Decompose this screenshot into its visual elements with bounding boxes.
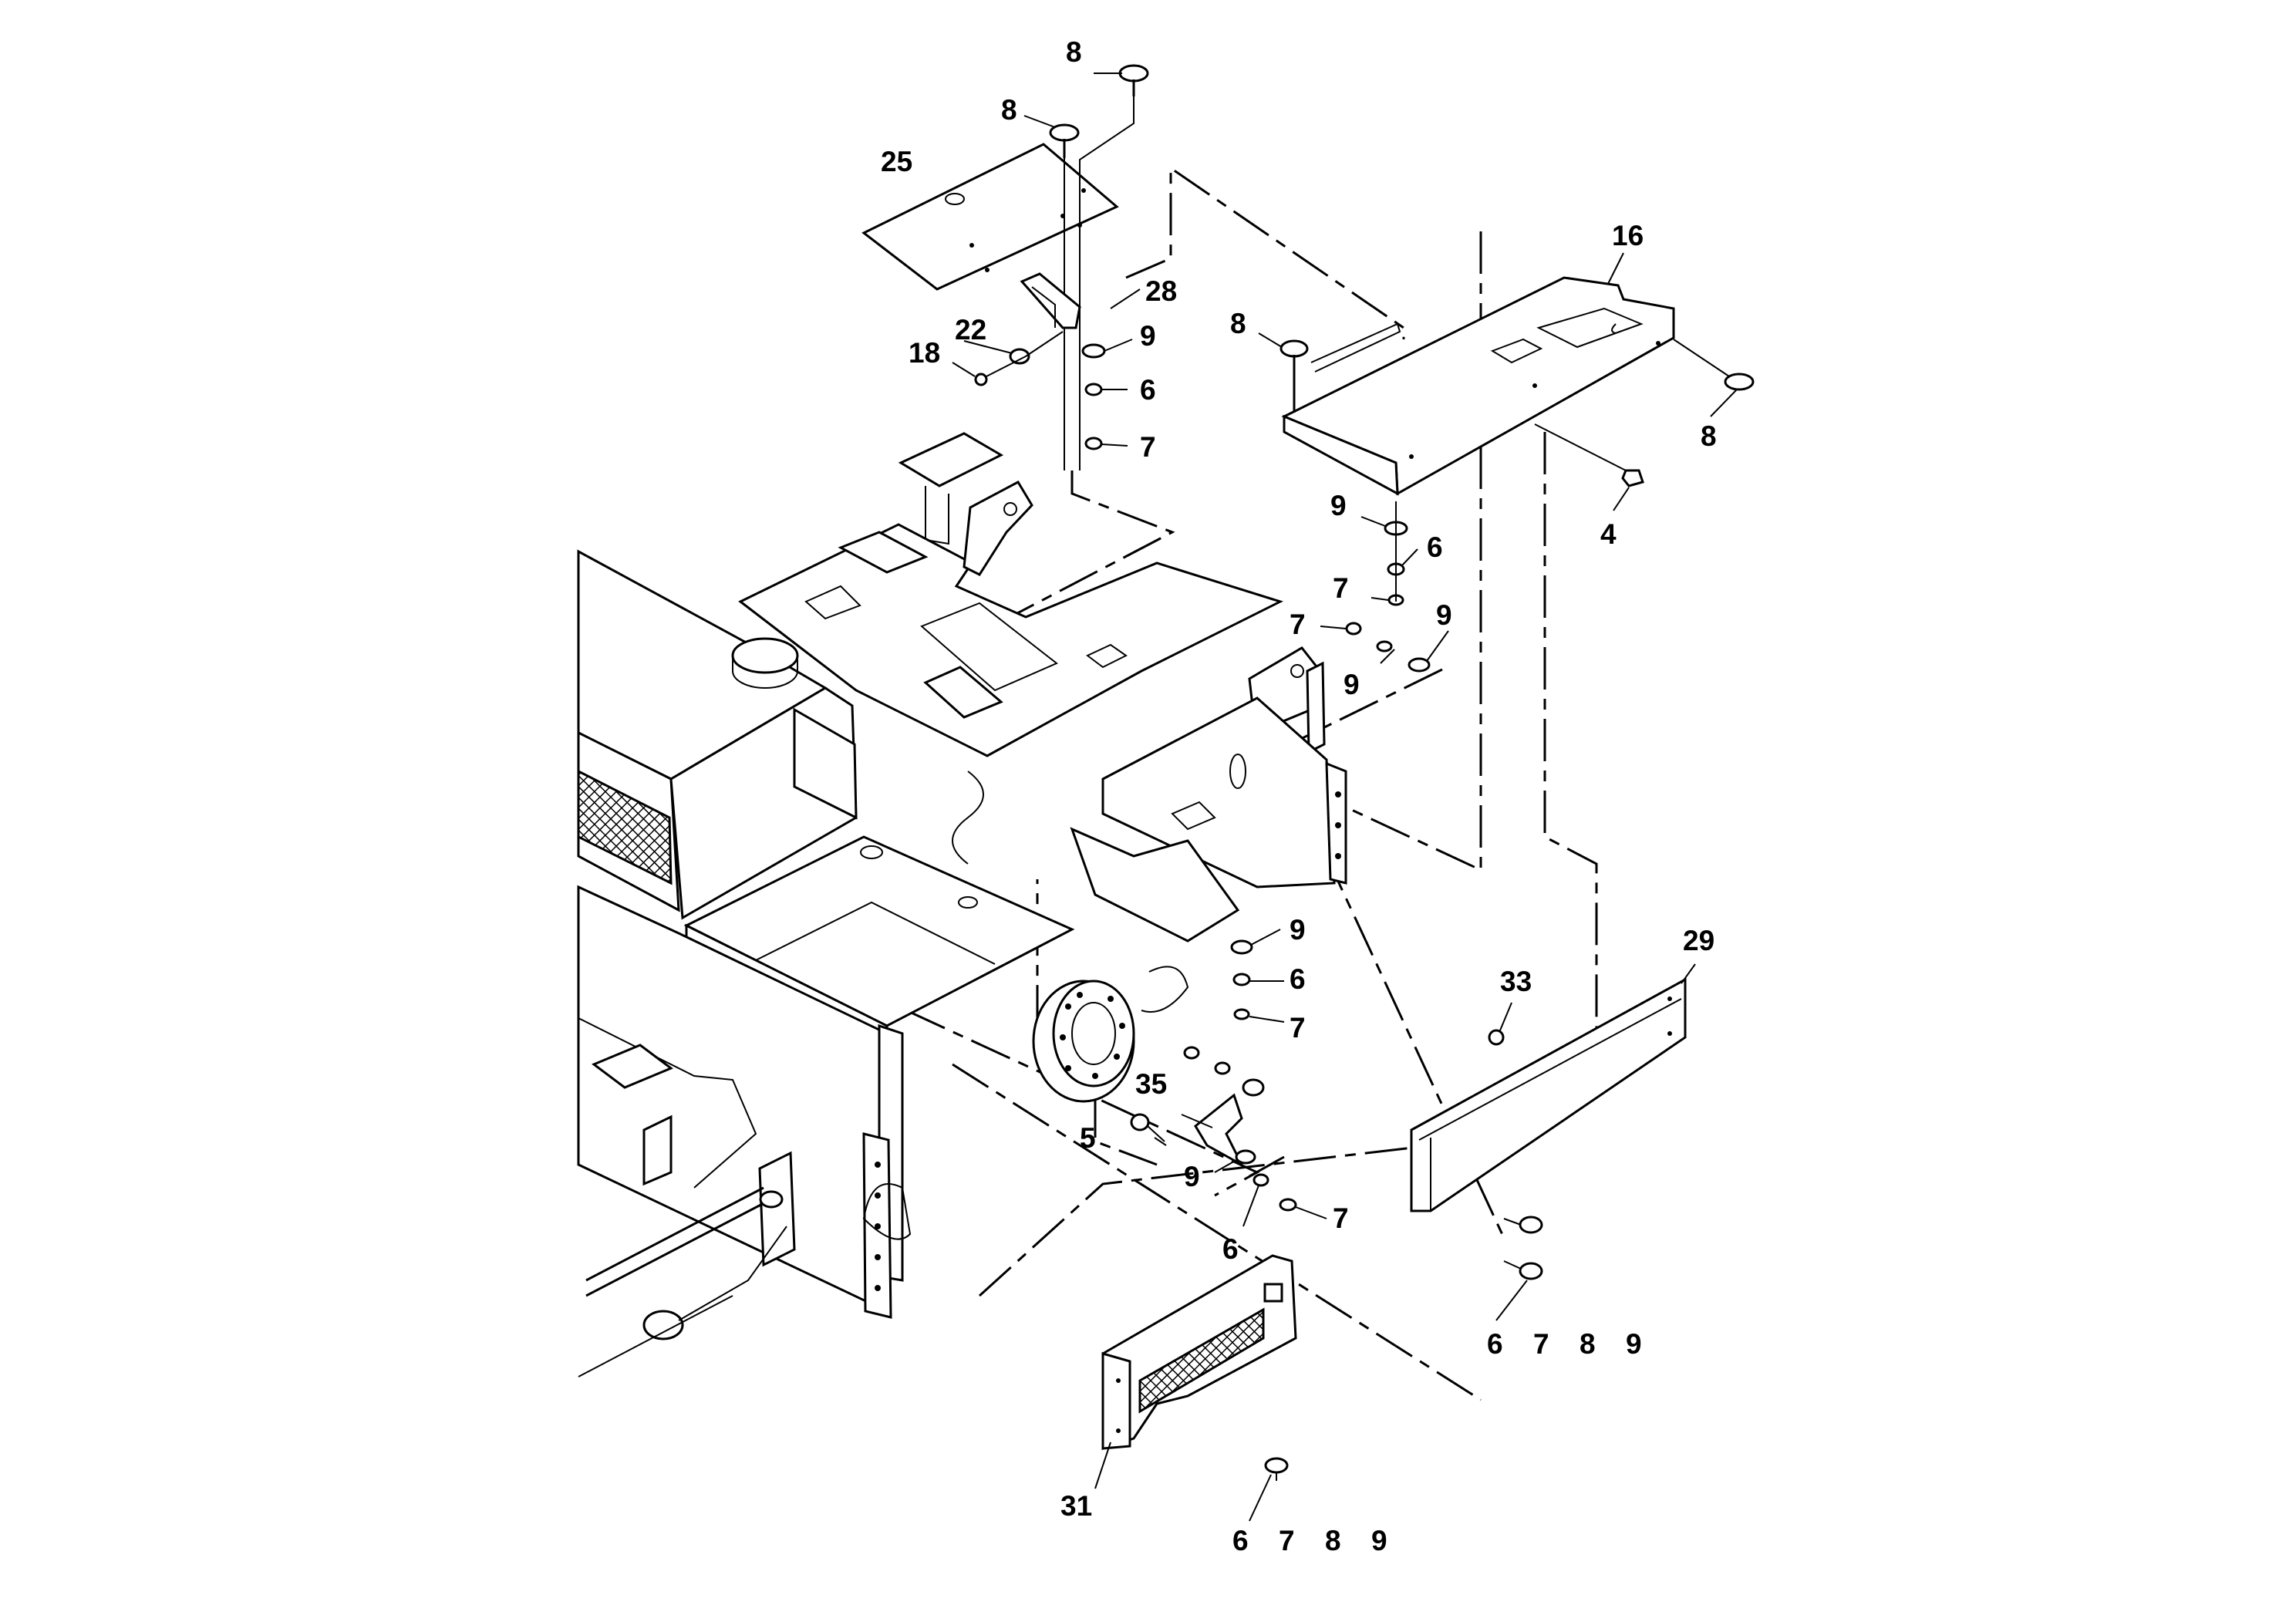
- front-grille-panel-31: [1101, 1254, 1297, 1451]
- machine-frame: [577, 432, 1347, 1378]
- callout-9-side-lower: 9: [1344, 669, 1360, 700]
- callout-6-right: 6: [1427, 531, 1443, 563]
- callout-31: 31: [1060, 1490, 1092, 1522]
- group-bottom-6: 6: [1232, 1525, 1249, 1556]
- bolt-right-1: [1503, 1216, 1543, 1234]
- bolt-right-2: [1503, 1260, 1543, 1280]
- callout-7-right: 7: [1333, 572, 1349, 604]
- group-bottom-7: 7: [1279, 1525, 1295, 1556]
- screw-18: [974, 356, 1027, 386]
- callout-leaders: [952, 73, 1738, 1522]
- carriage-bolt-top-2: [1049, 123, 1080, 158]
- hex-bolt-4: [1534, 423, 1644, 487]
- callout-9-lower: 9: [1184, 1161, 1200, 1192]
- callout-25: 25: [881, 146, 912, 177]
- callout-7-middle: 7: [1290, 1012, 1306, 1044]
- callout-6-middle: 6: [1290, 963, 1306, 995]
- callout-5: 5: [1080, 1122, 1096, 1154]
- group-right-9: 9: [1626, 1328, 1642, 1360]
- callout-6-lower: 6: [1222, 1233, 1239, 1265]
- callout-7-lower: 7: [1333, 1202, 1349, 1234]
- group-right-8: 8: [1580, 1328, 1596, 1360]
- wheel-hub: [1032, 980, 1135, 1103]
- hardware-group-right: 6 7 8 9: [1487, 1328, 1642, 1360]
- side-panel-29: [1410, 977, 1687, 1212]
- callout-9-top: 9: [1140, 320, 1156, 352]
- callout-35: 35: [1135, 1068, 1167, 1100]
- callout-7-side: 7: [1290, 609, 1306, 640]
- callout-8-right: 8: [1701, 420, 1717, 452]
- hardware-stack-side: [1345, 622, 1431, 673]
- callout-9-right: 9: [1330, 490, 1347, 521]
- callout-labels: 8 8 25 28 22 18 9 6 7 8 16 8 4 9 6 7 7 9…: [881, 36, 1717, 1522]
- hardware-stack-middle: [1230, 939, 1253, 1020]
- callout-4: 4: [1600, 518, 1617, 550]
- carriage-bolt-right: [1673, 339, 1755, 391]
- hinge-bracket: [1020, 272, 1081, 329]
- callout-8-top: 8: [1066, 36, 1082, 68]
- callout-22: 22: [955, 314, 986, 346]
- hardware-stack-lower: [1235, 1149, 1297, 1212]
- carriage-bolt-top-1: [1118, 64, 1149, 96]
- callout-18: 18: [909, 337, 940, 369]
- group-right-6: 6: [1487, 1328, 1503, 1360]
- washer-22: [1009, 348, 1030, 365]
- group-bottom-8: 8: [1325, 1525, 1341, 1556]
- callout-29: 29: [1683, 925, 1714, 956]
- hardware-group-bottom: 6 7 8 9: [1232, 1525, 1387, 1556]
- callout-8-cover: 8: [1230, 308, 1246, 339]
- bolt-5: [1130, 1113, 1165, 1142]
- callout-9-side-upper: 9: [1436, 599, 1452, 631]
- callout-8-second: 8: [1001, 94, 1017, 126]
- callout-33: 33: [1500, 966, 1532, 997]
- carriage-bolt-16: [1279, 339, 1309, 413]
- callout-28: 28: [1145, 275, 1177, 307]
- bracket-35: [1183, 1046, 1265, 1168]
- top-access-plate: [861, 143, 1119, 291]
- bolt-front-grille: [1264, 1457, 1289, 1481]
- callout-7-top: 7: [1140, 431, 1156, 463]
- callout-9-middle: 9: [1290, 914, 1306, 946]
- callout-6-top: 6: [1140, 374, 1156, 406]
- top-cover-plate: [1281, 276, 1675, 496]
- hardware-stack-right: [1384, 501, 1408, 606]
- hardware-stack-top: [1081, 343, 1106, 450]
- fastener-33: [1488, 1029, 1505, 1046]
- group-right-7: 7: [1533, 1328, 1549, 1360]
- group-bottom-9: 9: [1371, 1525, 1387, 1556]
- callout-16: 16: [1612, 220, 1644, 251]
